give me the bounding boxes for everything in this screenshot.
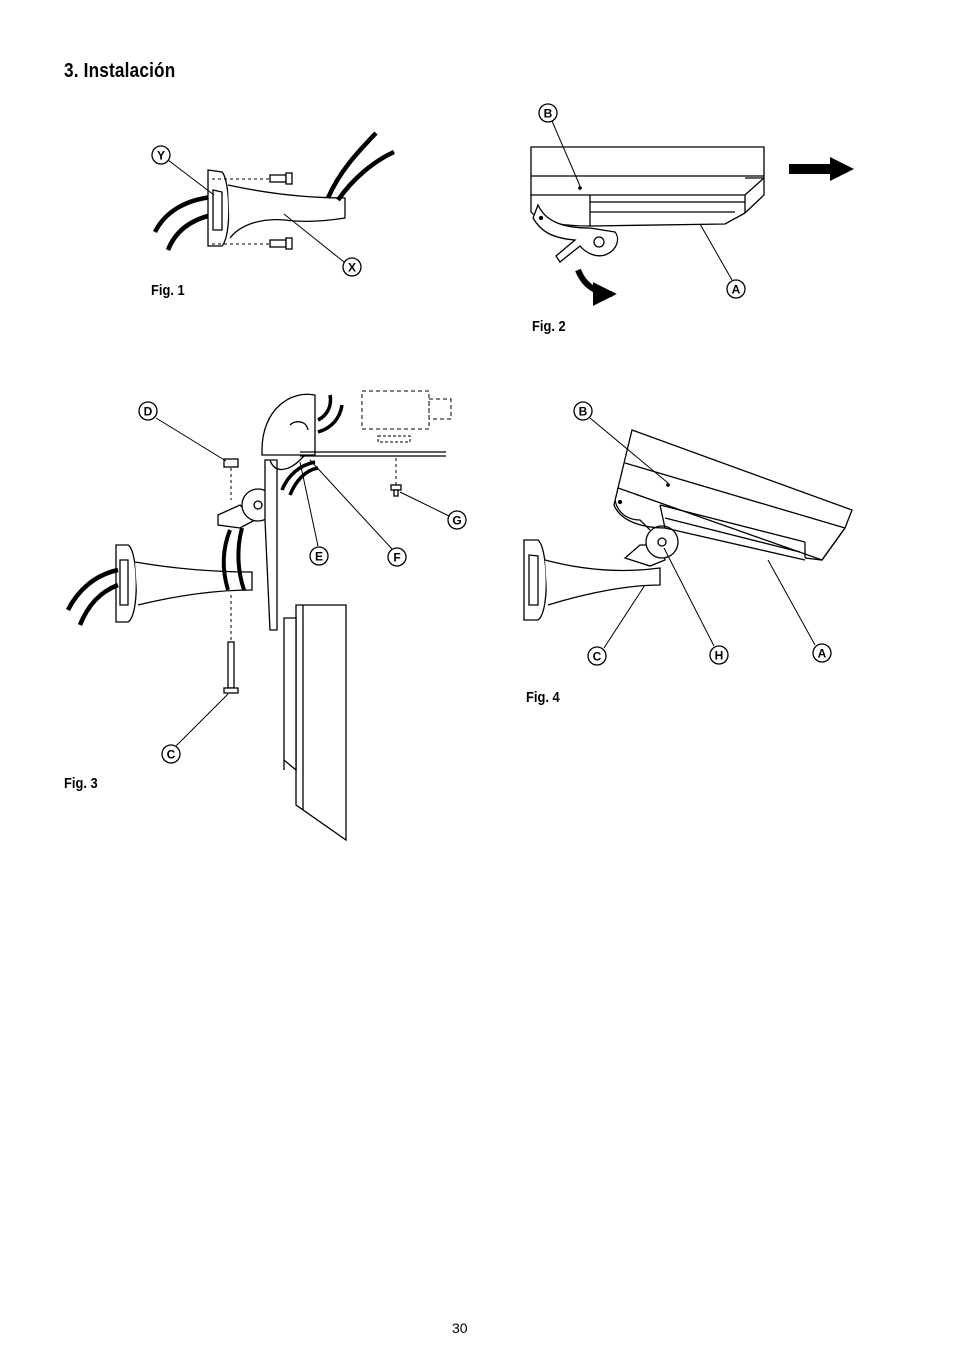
fig2-labels: B A [538, 103, 746, 299]
fig1-labels: Y X [151, 145, 362, 277]
section-heading: 3. Instalación [64, 60, 176, 82]
fig4-caption: Fig. 4 [526, 689, 560, 706]
label-a: A [818, 647, 827, 661]
fig3-labels: D E F G C [138, 401, 467, 764]
fig3-caption: Fig. 3 [64, 775, 98, 792]
label-x: X [348, 261, 356, 275]
label-y: Y [157, 149, 165, 163]
fig1-drawing [152, 131, 395, 263]
page-number: 30 [452, 1320, 468, 1336]
label-c: C [593, 650, 602, 664]
label-c: C [167, 748, 176, 762]
fig1-caption: Fig. 1 [151, 282, 185, 299]
label-b: B [544, 107, 553, 121]
fig2-drawing [530, 120, 854, 306]
fig2-caption: Fig. 2 [532, 318, 566, 335]
label-a: A [732, 283, 741, 297]
fig4-labels: B C H A [573, 401, 832, 666]
fig3-drawing [65, 390, 452, 842]
fig4-drawing [523, 417, 853, 649]
label-f: F [393, 551, 400, 565]
label-b: B [579, 405, 588, 419]
label-h: H [715, 649, 724, 663]
label-d: D [144, 405, 153, 419]
label-g: G [452, 514, 461, 528]
label-e: E [315, 550, 323, 564]
